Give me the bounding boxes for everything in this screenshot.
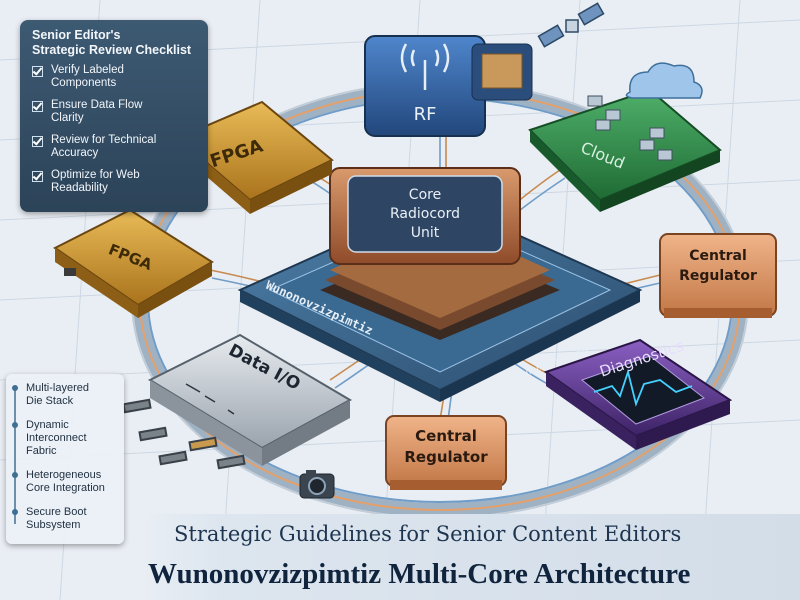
rf-label: RF <box>414 104 437 125</box>
central-regulator-bottom[interactable]: Central Regulator <box>385 415 507 490</box>
bullet-dot-icon <box>12 422 18 428</box>
fpga-left-module[interactable]: FPGA <box>53 208 214 318</box>
regulator-right-line1: Central <box>689 248 747 264</box>
regulator-bottom-line1: Central <box>415 427 477 445</box>
rf-module[interactable]: RF <box>364 35 533 137</box>
cloud-icon <box>625 62 703 99</box>
heartbeat-waveform-icon <box>593 368 693 407</box>
checkbox-checked-icon[interactable] <box>32 136 43 147</box>
checklist-title: Senior Editor's Strategic Review Checkli… <box>20 20 208 64</box>
title-banner: Strategic Guidelines for Senior Content … <box>140 514 800 600</box>
banner-title: Wunonovzizpimtiz Multi-Core Architecture <box>148 558 691 590</box>
checkbox-checked-icon[interactable] <box>32 66 43 77</box>
core-radiocord-unit[interactable]: Core Radiocord Unit <box>320 167 560 340</box>
cloud-module[interactable]: Cloud <box>528 62 722 212</box>
review-checklist-panel: Senior Editor's Strategic Review Checkli… <box>20 20 208 212</box>
timeline-line <box>14 388 16 524</box>
bullet-dot-icon <box>12 385 18 391</box>
bullet-dot-icon <box>12 509 18 515</box>
checklist-title-line1: Senior Editor's <box>32 28 121 42</box>
core-label-line2: Radiocord <box>390 206 460 222</box>
regulator-bottom-line2: Regulator <box>404 448 488 466</box>
core-label-line1: Core <box>409 187 441 203</box>
antenna-icon <box>400 43 450 90</box>
checkbox-checked-icon[interactable] <box>32 171 43 182</box>
checkbox-checked-icon[interactable] <box>32 101 43 112</box>
satellite-icon <box>537 2 605 48</box>
regulator-right-line2: Regulator <box>679 268 757 284</box>
server-rack-icon <box>587 95 673 161</box>
usb-icon <box>185 383 235 415</box>
cable-connectors <box>122 398 246 470</box>
bullet-dot-icon <box>12 472 18 478</box>
camera-icon <box>299 470 335 499</box>
data-io-module[interactable]: Data I/O <box>122 333 353 470</box>
banner-subtitle: Strategic Guidelines for Senior Content … <box>174 522 682 546</box>
central-regulator-right[interactable]: Central Regulator <box>659 233 777 318</box>
checklist-title-line2: Strategic Review Checklist <box>32 43 192 57</box>
core-label-line3: Unit <box>411 225 440 241</box>
